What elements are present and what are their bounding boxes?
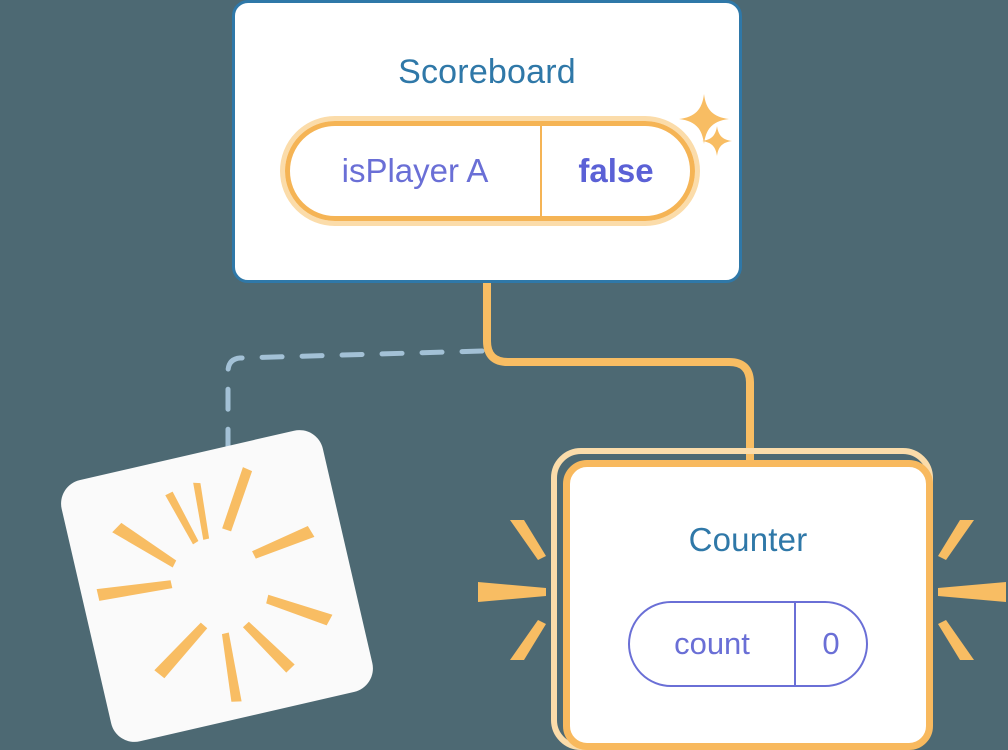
scoreboard-card[interactable]: Scoreboard isPlayer A false — [232, 0, 742, 283]
counter-right-rays — [938, 520, 1006, 660]
ray-right-top — [938, 520, 974, 560]
ray-left-mid — [478, 582, 546, 602]
counter-card[interactable]: Counter count 0 — [563, 460, 933, 750]
ray-left-bottom — [510, 620, 546, 660]
counter-left-rays — [478, 520, 546, 660]
counter-title: Counter — [688, 521, 808, 558]
ray-right-bottom — [938, 620, 974, 660]
counter-card-glow: Counter count 0 — [551, 448, 933, 750]
burst-card[interactable] — [56, 425, 378, 747]
counter-pill-value: 0 — [822, 626, 840, 661]
scoreboard-pill-key: isPlayer A — [290, 126, 542, 216]
scoreboard-pill-value: false — [578, 152, 654, 189]
ray-right-mid — [938, 582, 1006, 602]
scoreboard-pill[interactable]: isPlayer A false — [280, 116, 700, 226]
solid-connector-to-counter — [483, 283, 754, 470]
ray-left-top — [510, 520, 546, 560]
scoreboard-pill-glow — [280, 116, 700, 226]
counter-pill-key: count — [630, 603, 796, 685]
scoreboard-pill-body[interactable]: isPlayer A false — [285, 121, 695, 221]
scoreboard-title: Scoreboard — [398, 53, 576, 91]
counter-pill[interactable]: count 0 — [628, 601, 868, 687]
